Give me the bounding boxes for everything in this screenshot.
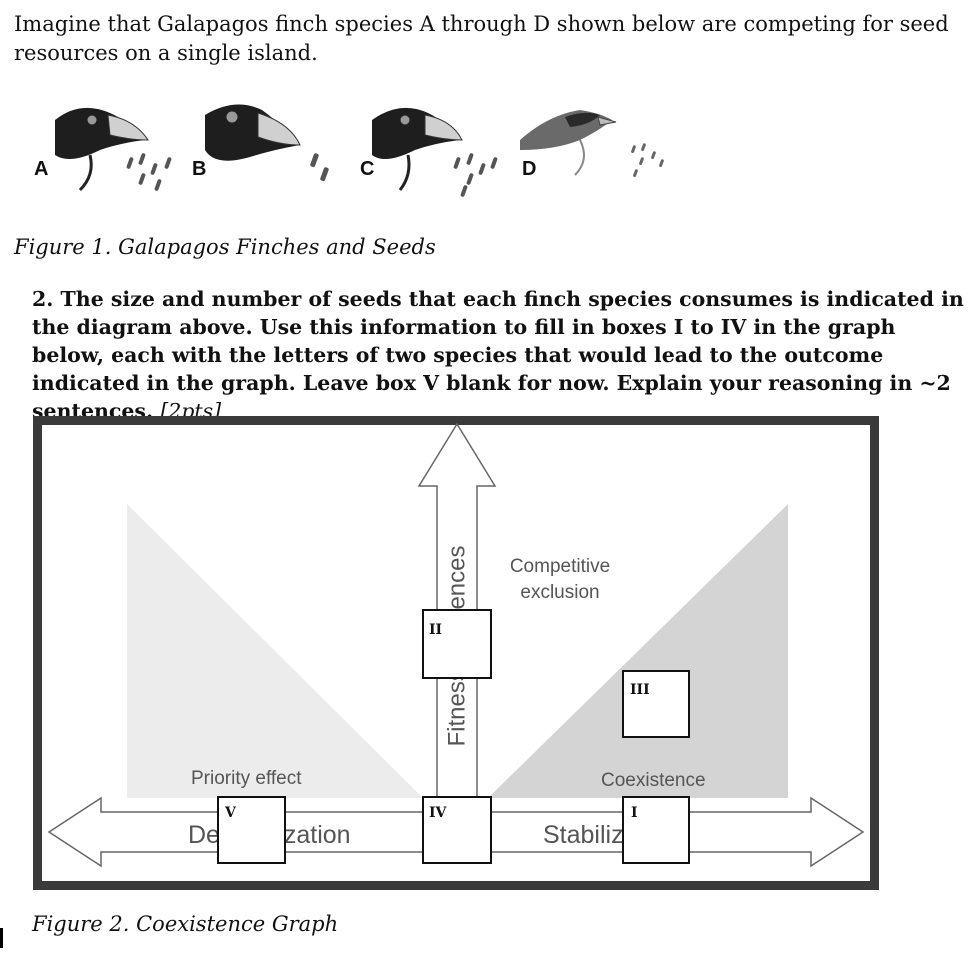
coexistence-region (488, 504, 788, 798)
finch-label-d: D (522, 158, 536, 180)
answer-box-ii-label: II (429, 622, 442, 638)
text-cursor (0, 928, 3, 948)
answer-box-iii[interactable]: III (622, 670, 690, 738)
finch-label-b: B (192, 158, 206, 180)
finch-label-c: C (360, 158, 374, 180)
finch-a-image (55, 107, 172, 192)
answer-box-i[interactable]: I (622, 796, 690, 864)
answer-box-iii-label: III (630, 682, 650, 698)
finch-seed-illustration: A B C D (34, 104, 664, 197)
finch-b-image (205, 104, 329, 182)
coexistence-graph: Fitness differences Competitive exclusio… (33, 416, 879, 890)
figure2-caption: Figure 2. Coexistence Graph (32, 912, 339, 936)
competitive-exclusion-label-line2: exclusion (520, 582, 599, 603)
coexistence-label: Coexistence (601, 770, 706, 791)
answer-box-iv-label: IV (429, 805, 448, 821)
answer-box-iv[interactable]: IV (422, 796, 492, 864)
answer-box-v[interactable]: V (217, 796, 286, 864)
priority-effect-label: Priority effect (191, 768, 302, 789)
finch-label-a: A (34, 158, 48, 180)
answer-box-i-label: I (631, 805, 638, 821)
finch-c-image (372, 107, 498, 197)
question-text: 2. The size and number of seeds that eac… (32, 285, 972, 425)
finch-d-image (520, 110, 664, 178)
intro-text: Imagine that Galapagos finch species A t… (14, 12, 949, 65)
priority-effect-region (127, 504, 423, 798)
figure1-caption: Figure 1. Galapagos Finches and Seeds (14, 235, 436, 259)
competitive-exclusion-label-line1: Competitive (510, 556, 610, 577)
answer-box-ii[interactable]: II (422, 609, 492, 679)
answer-box-v-label: V (224, 805, 237, 821)
